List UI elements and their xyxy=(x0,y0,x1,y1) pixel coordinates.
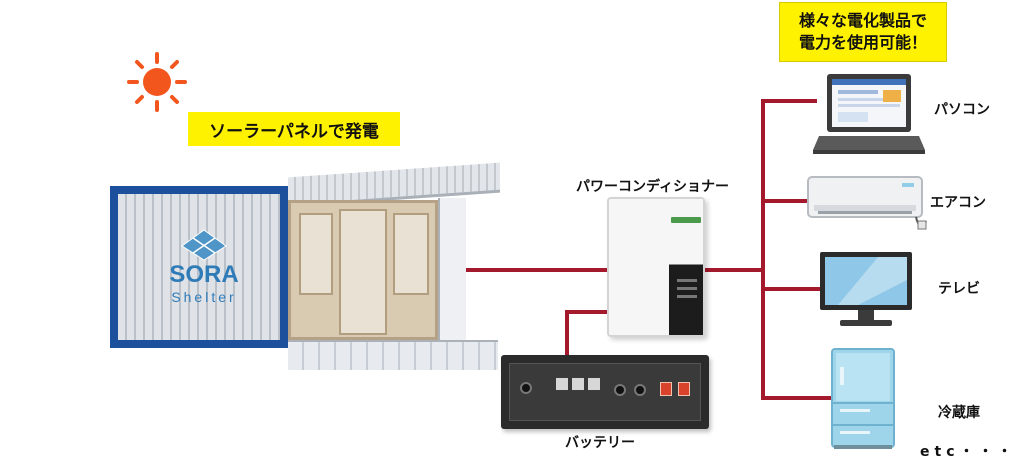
room-door xyxy=(339,209,387,335)
wire-bus-tv xyxy=(761,287,821,291)
room-window-left xyxy=(299,213,333,295)
logo-text-main: SORA xyxy=(169,261,238,288)
battery-unit xyxy=(501,355,709,429)
inverter-brand-mark xyxy=(671,217,701,223)
wire-bus-vertical xyxy=(761,99,765,400)
battery-terminal xyxy=(660,382,672,396)
wire-bus-laptop xyxy=(761,99,817,103)
tv-icon xyxy=(820,252,912,326)
battery-face xyxy=(509,363,701,421)
shelter-container xyxy=(110,186,288,348)
sora-shelter-logo: SORA Shelter xyxy=(169,229,239,305)
callout-line-2: 電力を使用可能！ xyxy=(798,33,927,52)
inverter-display xyxy=(677,287,697,290)
etc-label: etc・・・ xyxy=(920,444,1017,460)
inverter-caption: パワーコンディショナー xyxy=(576,179,730,195)
container-wall xyxy=(118,194,280,340)
battery-breaker xyxy=(556,378,568,390)
container-room xyxy=(288,200,438,340)
battery-caption: バッテリー xyxy=(565,435,635,451)
sun-icon xyxy=(127,52,187,112)
room-window-right xyxy=(393,213,429,295)
solar-label: ソーラーパネルで発電 xyxy=(188,112,400,146)
battery-switch xyxy=(520,382,532,394)
device-label-aircon: エアコン xyxy=(930,195,986,211)
fridge-icon xyxy=(831,348,895,449)
wire-bus-aircon xyxy=(761,199,811,203)
wire-container-inverter xyxy=(452,268,608,272)
device-label-laptop: パソコン xyxy=(934,102,990,118)
battery-breaker xyxy=(572,378,584,390)
wire-bus-fridge xyxy=(761,396,833,400)
wire-inverter-bus xyxy=(705,268,765,272)
device-label-tv: テレビ xyxy=(938,281,980,297)
callout-line-1: 様々な電化製品で xyxy=(798,11,927,30)
battery-breaker xyxy=(588,378,600,390)
battery-port xyxy=(614,384,626,396)
laptop-icon xyxy=(813,74,925,154)
inverter-display xyxy=(677,279,697,282)
container-deck xyxy=(288,340,498,370)
aircon-icon xyxy=(807,176,927,230)
inverter-display xyxy=(677,295,697,298)
container-side-panel xyxy=(438,198,466,344)
power-conditioner xyxy=(607,197,705,337)
device-label-fridge: 冷蔵庫 xyxy=(938,405,980,421)
callout-box: 様々な電化製品で 電力を使用可能！ xyxy=(779,2,947,62)
battery-port xyxy=(634,384,646,396)
wire-battery-inverter xyxy=(565,310,609,314)
logo-text-sub: Shelter xyxy=(171,289,236,305)
battery-terminal xyxy=(678,382,690,396)
wire-battery-vertical xyxy=(565,310,569,357)
